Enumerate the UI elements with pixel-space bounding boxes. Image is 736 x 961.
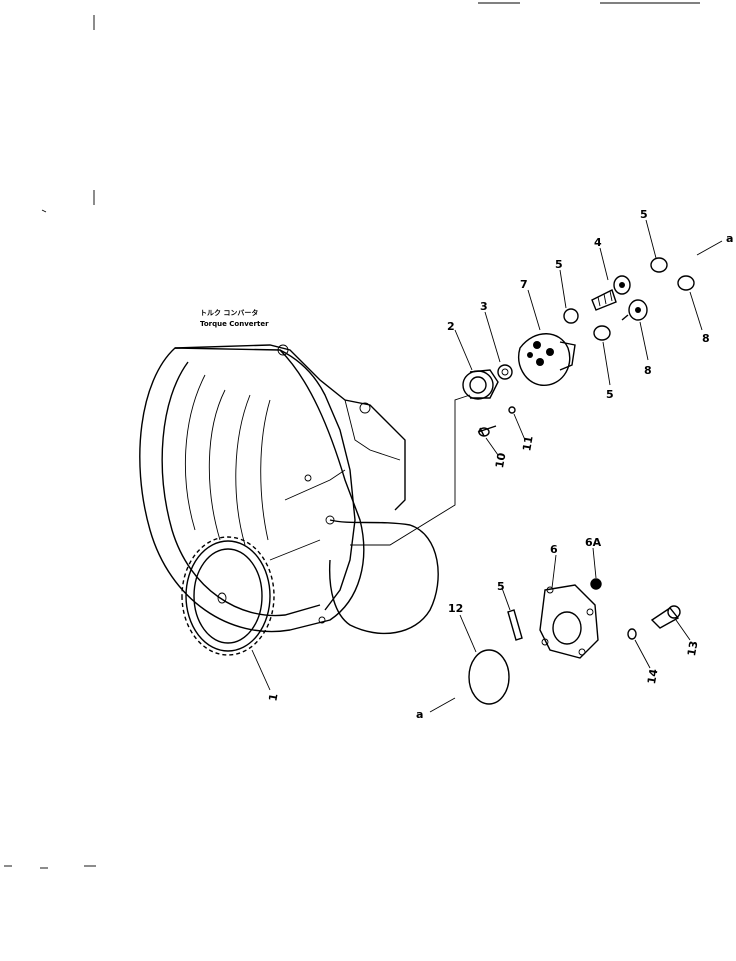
leader-line-pump-group (350, 394, 471, 546)
scan-artifacts (4, 2, 700, 869)
part-14-washer (627, 628, 637, 640)
part-10-bolt (477, 425, 497, 437)
part-4-gear-shaft (591, 275, 631, 311)
callout-11: 11 (520, 435, 535, 452)
caption-english: Torque Converter (200, 320, 269, 328)
callout-10: 10 (493, 451, 509, 469)
callout-a-upper: a (726, 232, 733, 245)
part-5-bushing-b (593, 325, 611, 341)
callout-a-lower: a (416, 708, 423, 721)
callout-3: 3 (480, 300, 488, 313)
arrow-a-lower (429, 697, 456, 713)
callout-14: 14 (645, 667, 661, 685)
callout-6: 6 (550, 543, 558, 556)
part-2-bearing (462, 369, 499, 400)
callout-5-d: 5 (497, 580, 505, 593)
part-1-ring-gear (181, 536, 275, 656)
callout-12: 12 (448, 602, 463, 615)
part-8a-plug (590, 578, 602, 590)
caption-japanese: トルク コンバータ (200, 308, 258, 317)
part-5-bushing-c (650, 257, 668, 273)
callout-8-b: 8 (702, 332, 710, 345)
part-9-bushing (677, 275, 695, 291)
callout-1: 1 (266, 693, 280, 703)
part-11-pin (508, 406, 516, 414)
callout-2: 2 (447, 320, 455, 333)
callout-13: 13 (685, 640, 700, 657)
torque-converter-housing (139, 344, 439, 635)
part-8-pump-body (539, 584, 599, 659)
callout-5-a: 5 (555, 258, 563, 271)
callout-4: 4 (594, 236, 602, 249)
callout-leaders (251, 219, 703, 691)
part-12-o-ring (468, 649, 510, 705)
callout-8-a: 8 (644, 364, 652, 377)
part-6-gear (621, 299, 648, 321)
arrow-a-upper (696, 240, 723, 256)
callout-7: 7 (520, 278, 528, 291)
part-5-bushing-a (563, 308, 579, 324)
callout-5-b: 5 (640, 208, 648, 221)
part-5-dowel-pin (507, 609, 523, 641)
part-3-washer (497, 364, 513, 380)
part-7-pump-plate (518, 333, 576, 386)
callout-6a: 6A (585, 536, 602, 549)
callout-5-c: 5 (606, 388, 614, 401)
part-13-bolt (650, 605, 681, 629)
